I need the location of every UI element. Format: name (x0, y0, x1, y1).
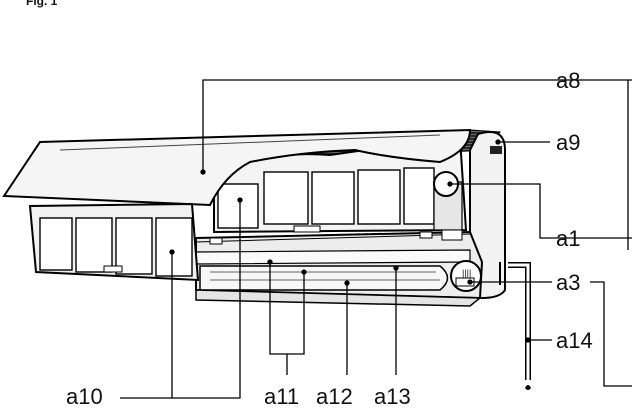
front-panel (2, 128, 472, 207)
figure-title: Fig. 1 (26, 0, 58, 8)
svg-text:||||: |||| (462, 268, 471, 278)
callout-a10: a10 (66, 384, 103, 409)
callout-a11: a11 (264, 384, 299, 409)
callout-a14: a14 (556, 328, 593, 353)
leader-lines (120, 79, 632, 399)
callout-a3: a3 (556, 270, 580, 295)
callout-a9: a9 (556, 130, 580, 155)
callout-a1: a1 (556, 226, 580, 251)
callout-a8: a8 (556, 68, 580, 93)
callout-a12: a12 (316, 384, 353, 409)
removed-air-filter (28, 202, 200, 282)
callout-a13: a13 (374, 384, 411, 409)
